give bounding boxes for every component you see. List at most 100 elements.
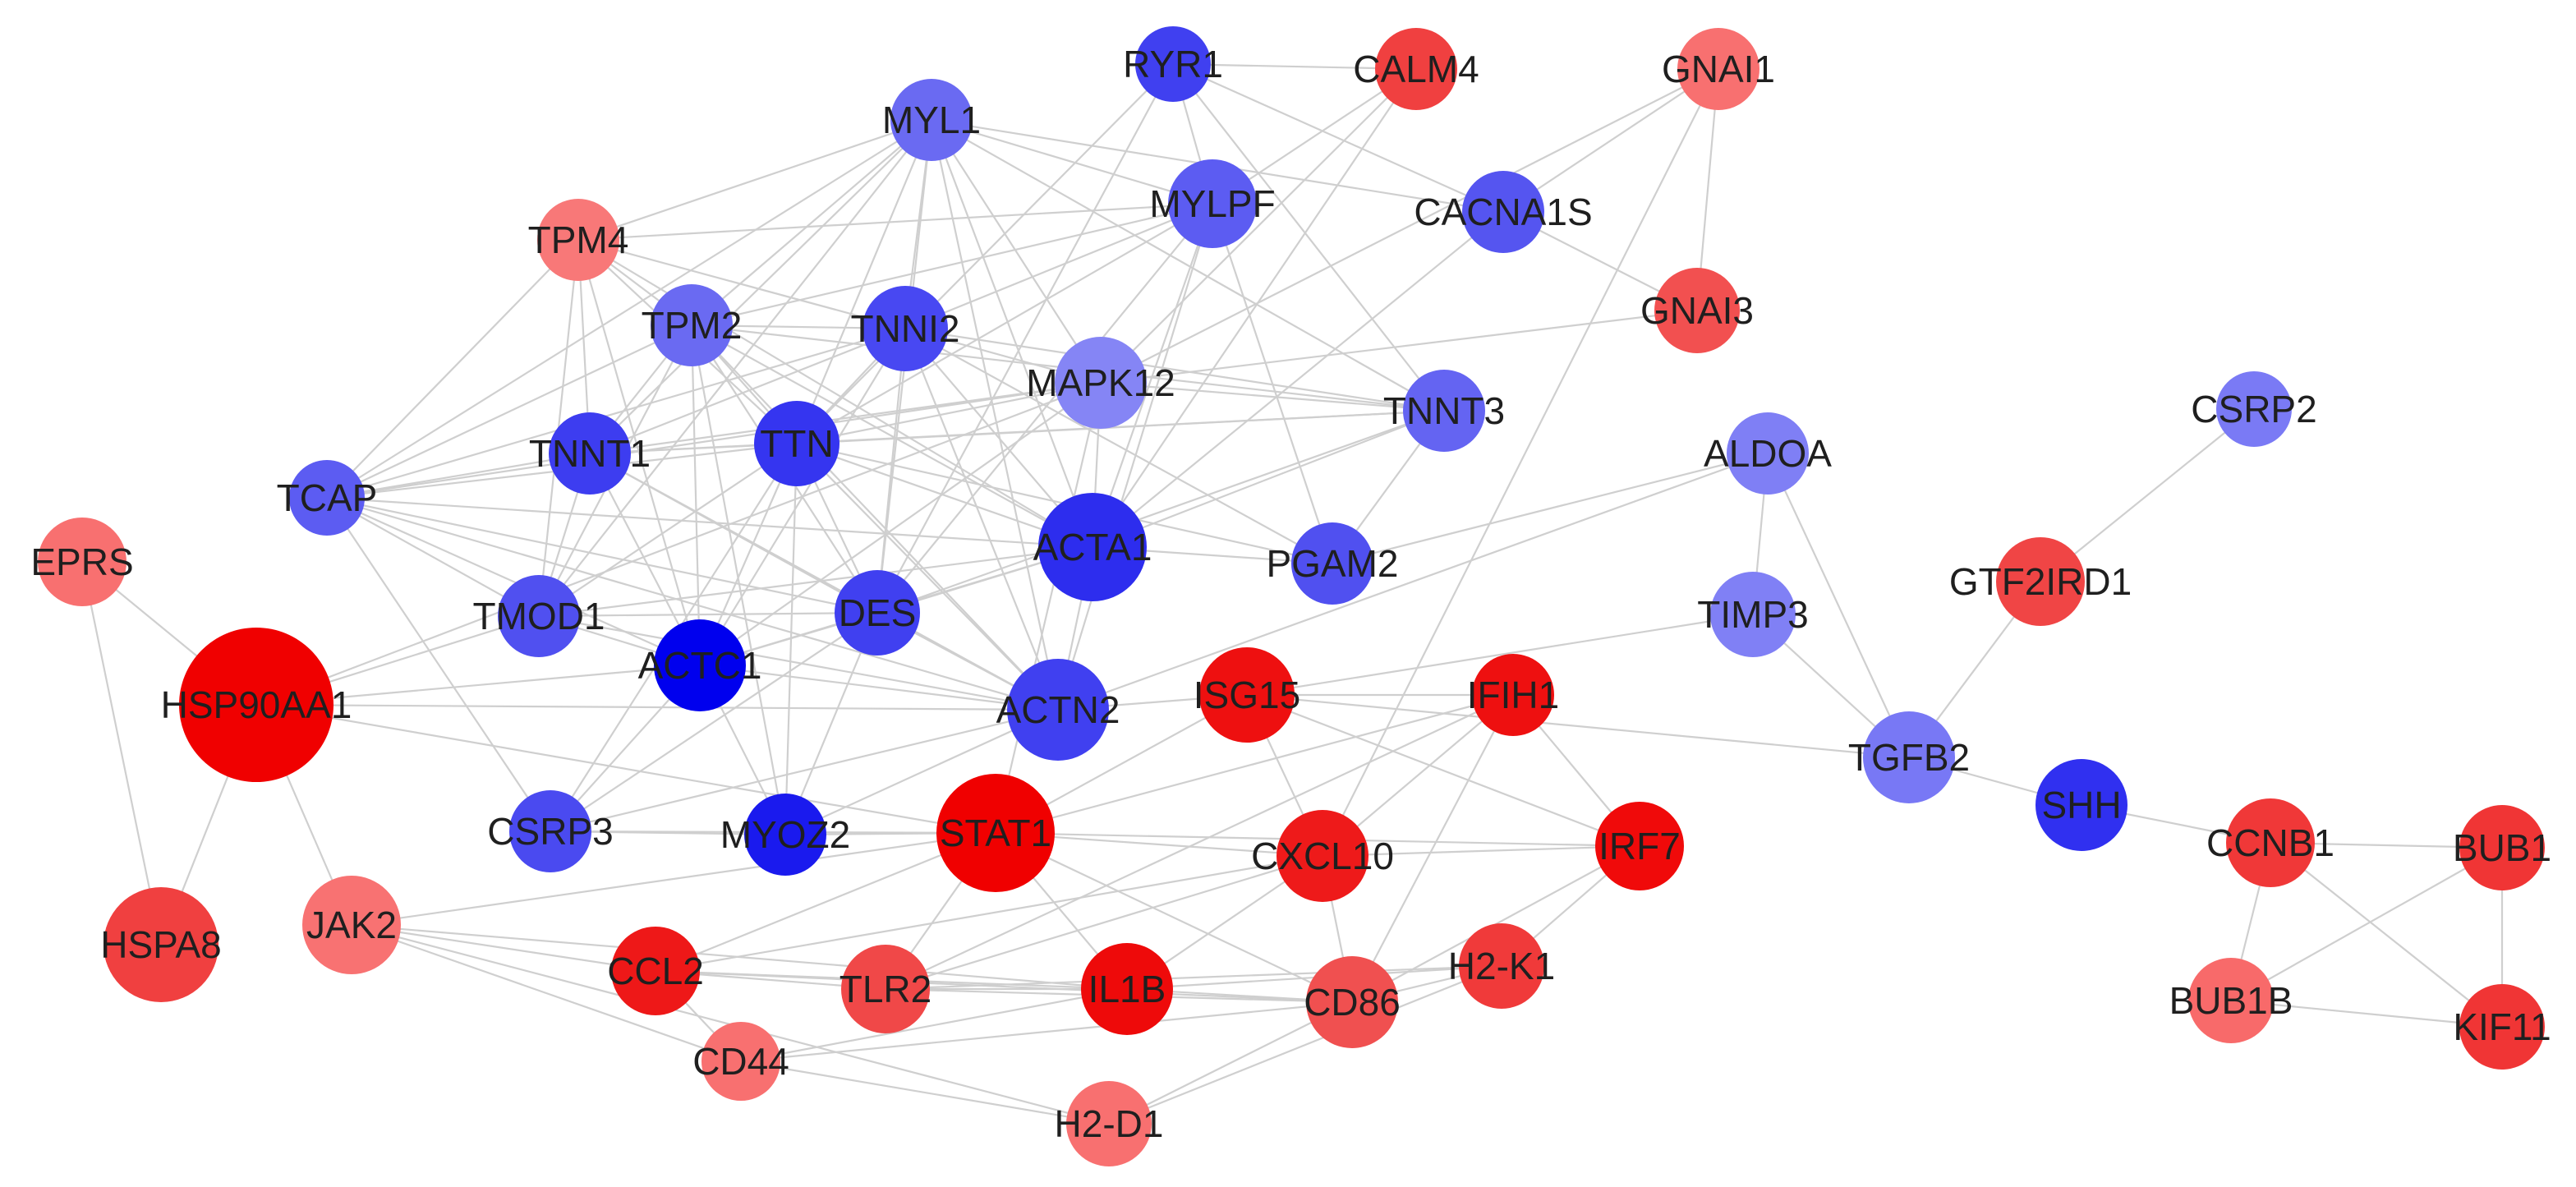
node-tpm4: TPM4 (528, 199, 628, 281)
node-ttn: TTN (754, 401, 840, 486)
edge-stat1-jak2 (351, 831, 996, 927)
node-circle-cd44 (702, 1022, 780, 1101)
edge-il1b-cd44 (740, 987, 1128, 1063)
node-aldoa: ALDOA (1704, 412, 1832, 495)
edge-cxcl10-tlr2 (885, 854, 1323, 991)
edge-tnni2-pgam2 (904, 328, 1333, 564)
node-circle-tcap (289, 460, 365, 536)
node-circle-ccnb1 (2226, 798, 2315, 887)
node-label-acta1: ACTA1 (1033, 526, 1152, 568)
edge-tnnt1-tcap (326, 452, 591, 499)
edge-cxcl10-ccl2 (655, 854, 1323, 973)
node-label-bub1: BUB1 (2453, 826, 2551, 869)
node-tnnt1: TNNT1 (529, 412, 651, 495)
node-label-aldoa: ALDOA (1704, 432, 1832, 475)
edge-layer (80, 62, 2504, 1125)
node-tcap: TCAP (277, 460, 377, 536)
node-label-cacna1s: CACNA1S (1414, 191, 1592, 233)
node-circle-calm4 (1375, 28, 1457, 110)
edge-tmod1-des (538, 611, 878, 618)
node-csrp3: CSRP3 (487, 790, 614, 872)
edge-mylpf-acta1 (1091, 203, 1214, 548)
node-h2-d1: H2-D1 (1055, 1081, 1163, 1166)
edge-ttn-actn2 (796, 443, 1059, 711)
edge-actn2-csrp3 (550, 708, 1059, 833)
edge-jak2-il1b (351, 923, 1128, 991)
node-label-kif11: KIF11 (2453, 1005, 2551, 1048)
edge-tnnt3-acta1 (1092, 409, 1445, 549)
node-ryr1: RYR1 (1123, 26, 1223, 102)
node-timp3: TIMP3 (1697, 572, 1809, 657)
node-circle-mapk12 (1055, 337, 1147, 429)
edge-mylpf-tnni2 (904, 202, 1213, 330)
node-label-mapk12: MAPK12 (1026, 361, 1175, 404)
edge-mylpf-tpm2 (691, 202, 1213, 327)
node-label-mylpf: MYLPF (1149, 182, 1275, 225)
node-circle-tgfb2 (1863, 711, 1955, 803)
edge-tpm2-tcap (326, 324, 692, 499)
edge-tpm2-actc1 (690, 324, 702, 666)
node-csrp2: CSRP2 (2191, 371, 2317, 447)
edge-bub1-bub1b (2230, 847, 2503, 1001)
edge-myl1-tpm4 (577, 118, 932, 242)
node-circle-tlr2 (841, 945, 930, 1033)
node-circle-des (835, 570, 920, 656)
edge-mylpf-tpm4 (577, 202, 1213, 242)
edge-tpm4-tcap (326, 239, 579, 499)
node-circle-myl1 (890, 79, 973, 161)
edge-mylpf-pgam2 (1211, 203, 1334, 564)
node-calm4: CALM4 (1353, 28, 1479, 110)
node-label-des: DES (839, 591, 917, 634)
edge-cd86-cd44 (740, 1001, 1353, 1063)
edge-timp3-isg15 (1246, 613, 1754, 697)
edge-myl1-tnnt1 (589, 119, 932, 454)
node-ccl2: CCL2 (607, 927, 704, 1015)
node-label-h2-k1: H2-K1 (1448, 945, 1555, 987)
edge-aldoa-tgfb2 (1767, 453, 1910, 758)
edge-h2-k1-h2-d1 (1108, 964, 1502, 1125)
node-circle-bub1b (2188, 958, 2274, 1043)
edge-acta1-tmod1 (538, 545, 1093, 618)
node-circle-actc1 (654, 619, 746, 711)
node-cacna1s: CACNA1S (1414, 171, 1593, 253)
edge-jak2-ccl2 (351, 923, 656, 973)
edge-myl1-tpm2 (691, 119, 932, 326)
edge-stat1-ccl2 (655, 831, 996, 973)
node-label-gtf2ird1: GTF2IRD1 (1949, 560, 2132, 603)
node-tpm2: TPM2 (642, 284, 742, 366)
node-label-stat1: STAT1 (940, 812, 1051, 854)
edge-tpm2-myoz2 (690, 324, 787, 835)
node-circle-ifih1 (1472, 654, 1554, 736)
edge-mapk12-actc1 (699, 382, 1102, 666)
node-circle-hsp90aa1 (179, 628, 334, 782)
edge-tcap-actc1 (326, 496, 701, 667)
node-label-actn2: ACTN2 (996, 688, 1120, 731)
node-label-tnni2: TNNI2 (851, 307, 960, 350)
edge-tpm4-actc1 (577, 239, 702, 666)
node-circle-tnnt1 (549, 412, 631, 495)
node-irf7: IRF7 (1595, 802, 1684, 890)
node-circle-jak2 (302, 876, 401, 974)
node-ccnb1: CCNB1 (2206, 798, 2334, 887)
node-circle-kif11 (2459, 984, 2545, 1070)
node-kif11: KIF11 (2453, 984, 2551, 1070)
node-circle-eprs (38, 518, 126, 606)
edge-ryr1-ttn (796, 63, 1174, 444)
node-circle-csrp2 (2216, 371, 2292, 447)
node-circle-h2-d1 (1066, 1081, 1152, 1166)
edge-hsp90aa1-actn2 (255, 703, 1059, 711)
node-cxcl10: CXCL10 (1251, 810, 1394, 902)
node-label-ccnb1: CCNB1 (2206, 821, 2334, 864)
node-tmod1: TMOD1 (473, 575, 605, 657)
node-circle-tpm2 (651, 284, 733, 366)
node-label-jak2: JAK2 (306, 904, 397, 946)
edge-calm4-mapk12 (1100, 68, 1417, 384)
edge-tmod1-actn2 (538, 614, 1059, 711)
node-circle-isg15 (1199, 647, 1295, 743)
node-label-tnnt3: TNNT3 (1383, 389, 1505, 432)
edge-jak2-cd44 (351, 923, 742, 1063)
node-bub1b: BUB1B (2169, 958, 2293, 1043)
node-label-cd44: CD44 (692, 1040, 789, 1083)
edge-ifih1-tlr2 (885, 694, 1514, 990)
edge-cd44-h2-d1 (740, 1060, 1110, 1125)
